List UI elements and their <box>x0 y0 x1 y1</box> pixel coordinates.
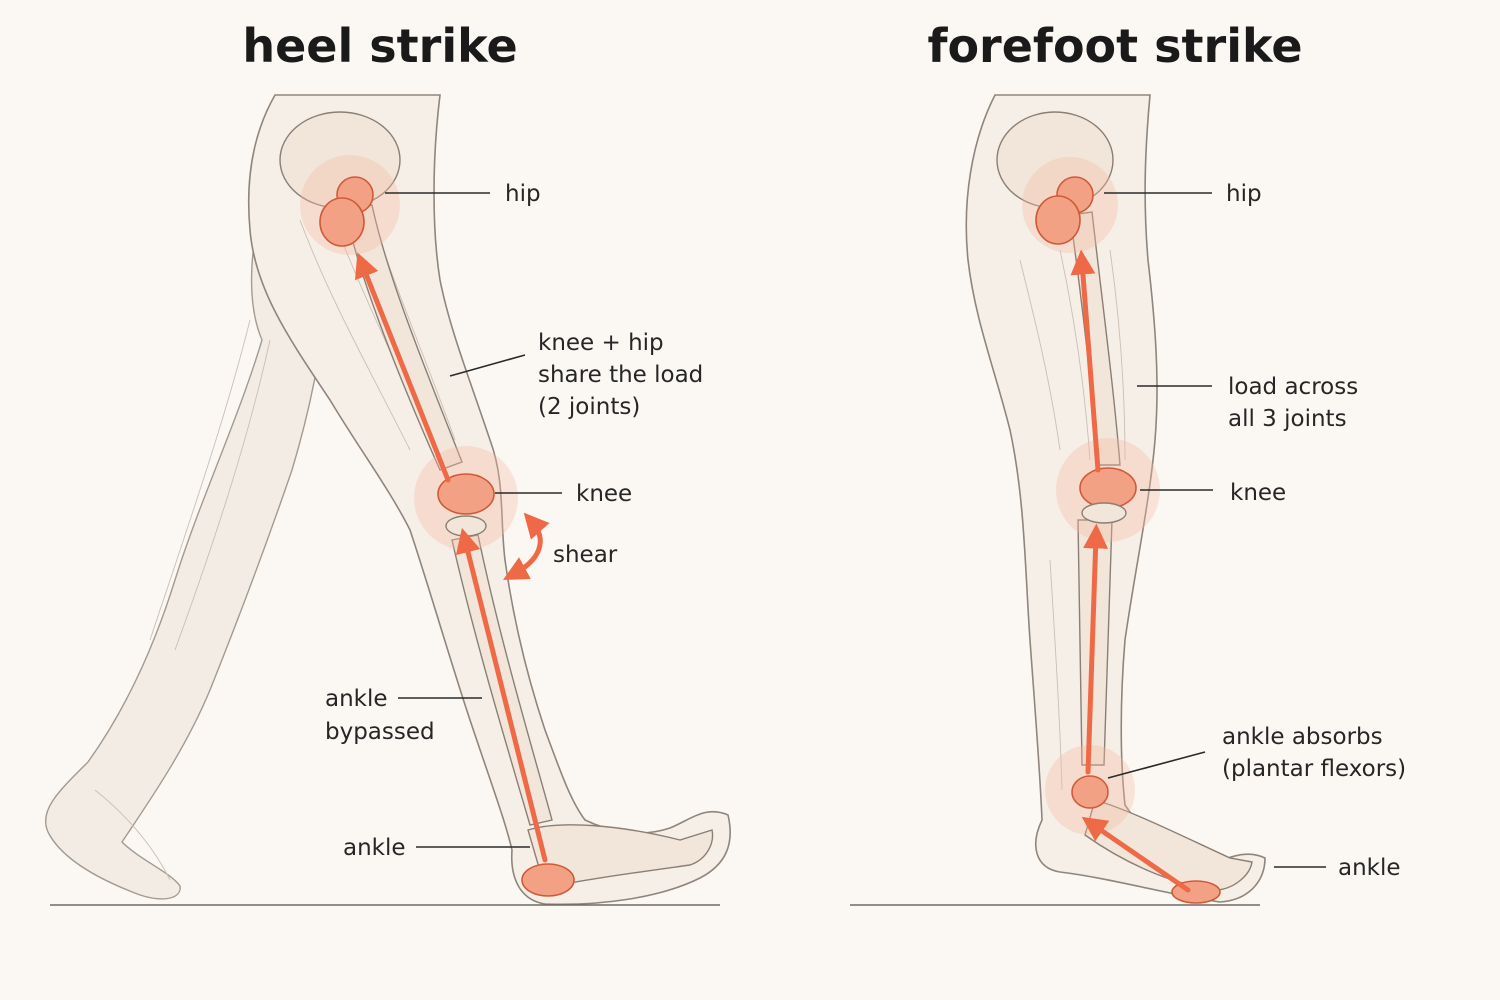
back-foot-line <box>94 789 171 881</box>
patella <box>445 515 487 537</box>
hip-joint <box>319 197 365 247</box>
label-knee: knee <box>1230 480 1286 506</box>
panel-title-forefoot-strike: forefoot strike <box>927 19 1302 73</box>
back-leg-muscle-line <box>174 339 271 651</box>
foot-bones <box>1084 799 1253 891</box>
label-bypassed-1: ankle <box>325 686 388 712</box>
label-bypassed-2: bypassed <box>325 719 435 745</box>
force-arrow-heel-to-knee <box>455 527 548 863</box>
label-absorbs-2: (plantar flexors) <box>1222 756 1406 782</box>
shear-arrow <box>502 512 550 580</box>
label-hip: hip <box>1226 181 1262 207</box>
label-load-1: load across <box>1228 374 1358 400</box>
force-arrow-forefoot-to-ankle <box>1081 816 1191 893</box>
label-absorbs-1: ankle absorbs <box>1222 724 1383 750</box>
label-share-2: share the load <box>538 362 703 388</box>
hip-joint <box>1035 195 1081 245</box>
leader-absorbs <box>1107 751 1206 779</box>
thigh-muscle-line <box>1019 259 1061 451</box>
force-arrow-ankle-to-knee <box>1083 523 1109 775</box>
label-share-3: (2 joints) <box>538 394 640 420</box>
leader-share <box>449 354 526 377</box>
knee-joint <box>437 473 495 515</box>
panel-forefoot-strike: forefoot strike hip <box>850 19 1406 906</box>
label-ankle: ankle <box>1338 855 1401 881</box>
patella <box>1081 502 1127 524</box>
shin-muscle-line <box>1049 559 1063 791</box>
label-load-2: all 3 joints <box>1228 406 1347 432</box>
panel-heel-strike: heel strike hi <box>44 19 731 906</box>
thigh-muscle-line <box>1059 249 1091 461</box>
label-shear: shear <box>553 542 618 568</box>
force-arrow-knee-to-hip <box>1070 249 1101 473</box>
label-knee: knee <box>576 481 632 507</box>
front-thigh-muscle-line <box>299 219 411 451</box>
ankle-joint <box>1071 775 1109 809</box>
thigh-muscle-line <box>1109 249 1126 461</box>
force-arrow-knee-to-hip <box>355 252 451 483</box>
label-ankle: ankle <box>343 835 406 861</box>
back-leg-outline <box>44 178 327 900</box>
knee-joint <box>1079 467 1137 509</box>
back-leg-muscle-line <box>149 319 251 641</box>
heel-contact <box>521 863 575 897</box>
label-hip: hip <box>505 181 541 207</box>
label-share-1: knee + hip <box>538 330 664 356</box>
foot-bones <box>527 824 714 889</box>
panel-title-heel-strike: heel strike <box>242 19 517 73</box>
